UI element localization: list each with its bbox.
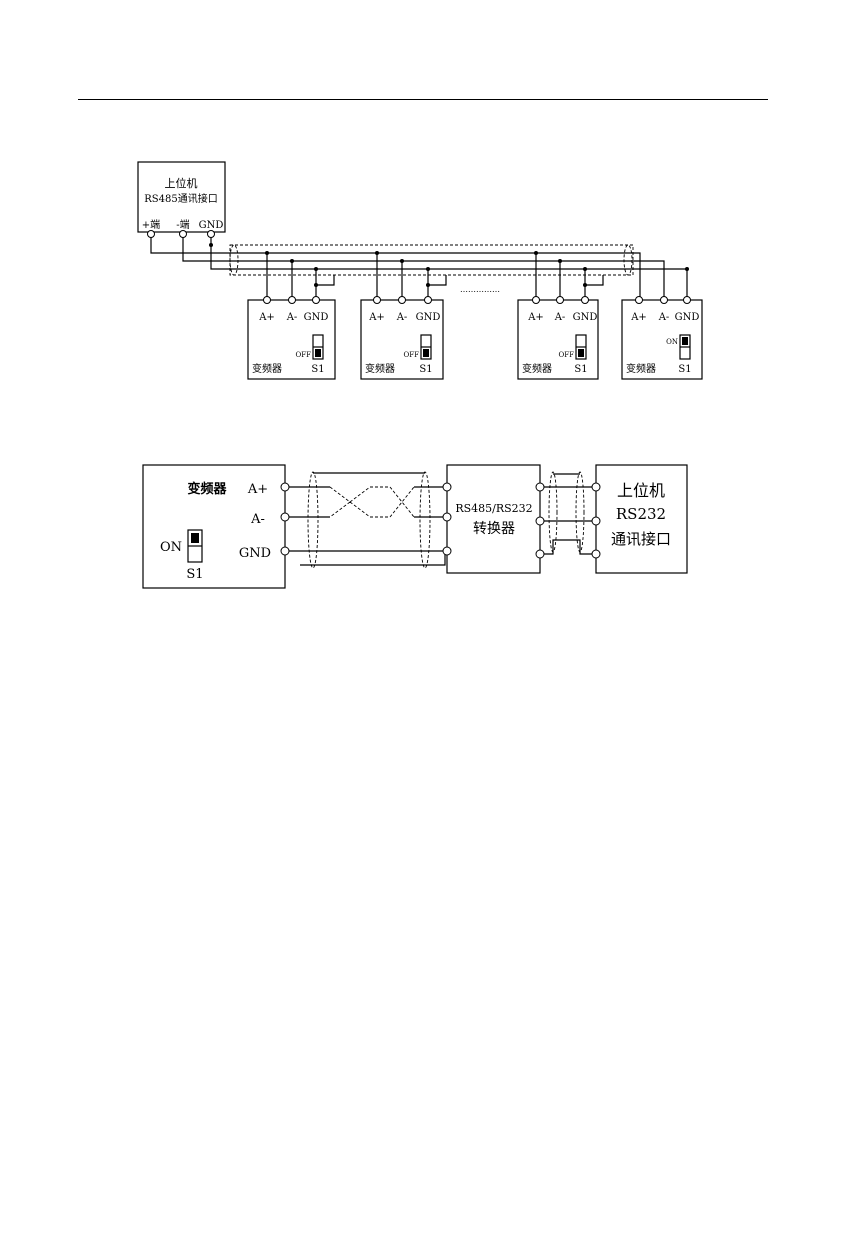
host-subtitle: RS485通讯接口 xyxy=(144,192,217,205)
switch-state-label: OFF xyxy=(559,351,575,359)
switch-label: S1 xyxy=(419,364,432,375)
drive-name: 变频器 xyxy=(187,481,227,497)
terminal-label: A- xyxy=(658,312,670,323)
switch-label: S1 xyxy=(311,364,324,375)
host-terminal-label: -端 xyxy=(176,218,189,231)
converter-box xyxy=(446,464,541,574)
drive-name: 变频器 xyxy=(365,362,395,375)
drive-unit: A+ A- GND OFF 变频器 S1 xyxy=(517,251,604,380)
switch-state-label: ON xyxy=(666,338,678,346)
drive-name: 变频器 xyxy=(626,362,656,375)
rs485-multidrop-diagram: 上位机 RS485通讯接口 +端 -端 GND …………… A+ A- GND OFF… xyxy=(137,161,703,380)
host-label: 上位机 xyxy=(617,481,665,500)
drive-box xyxy=(142,464,286,589)
terminal-label: GND xyxy=(573,312,598,323)
converter-label: RS485/RS232 xyxy=(455,502,532,515)
terminal-label: A- xyxy=(554,312,566,323)
drive-unit: A+ A- GND OFF 变频器 S1 xyxy=(360,251,447,380)
switch-state-label: OFF xyxy=(296,351,312,359)
drive-unit: A+ A- GND ON 变频器 S1 xyxy=(621,296,703,380)
terminal-label: A+ xyxy=(247,482,268,497)
terminal-label: GND xyxy=(304,312,329,323)
host-label: 通讯接口 xyxy=(611,530,671,548)
host-label: RS232 xyxy=(616,505,666,523)
drive-unit: A+ A- GND OFF 变频器 S1 xyxy=(247,251,336,380)
drive-name: 变频器 xyxy=(522,362,552,375)
terminal-label: A- xyxy=(286,312,298,323)
terminal-label: A+ xyxy=(527,312,544,323)
switch-label: S1 xyxy=(678,364,691,375)
terminal-label: A- xyxy=(396,312,408,323)
switch-state-label: ON xyxy=(160,540,182,555)
terminal-label: GND xyxy=(239,546,271,561)
terminal-label: A- xyxy=(250,512,265,527)
terminal-label: A+ xyxy=(258,312,275,323)
drive-name: 变频器 xyxy=(252,362,282,375)
switch-label: S1 xyxy=(186,567,203,582)
more-drives-ellipsis: …………… xyxy=(460,285,500,294)
terminal-label: GND xyxy=(416,312,441,323)
terminal-label: A+ xyxy=(630,312,647,323)
host-terminal-label: GND xyxy=(199,220,224,231)
host-title: 上位机 xyxy=(165,176,198,190)
switch-state-label: OFF xyxy=(404,351,420,359)
switch-label: S1 xyxy=(574,364,587,375)
terminal-label: A+ xyxy=(368,312,385,323)
rs485-rs232-converter-diagram: 变频器 A+ A- GND ON S1 RS485/RS232 转换器 上位机 … xyxy=(142,464,688,589)
converter-label: 转换器 xyxy=(473,520,515,537)
terminal-label: GND xyxy=(675,312,700,323)
header-rule xyxy=(78,99,768,100)
host-terminal-label: +端 xyxy=(142,218,160,231)
